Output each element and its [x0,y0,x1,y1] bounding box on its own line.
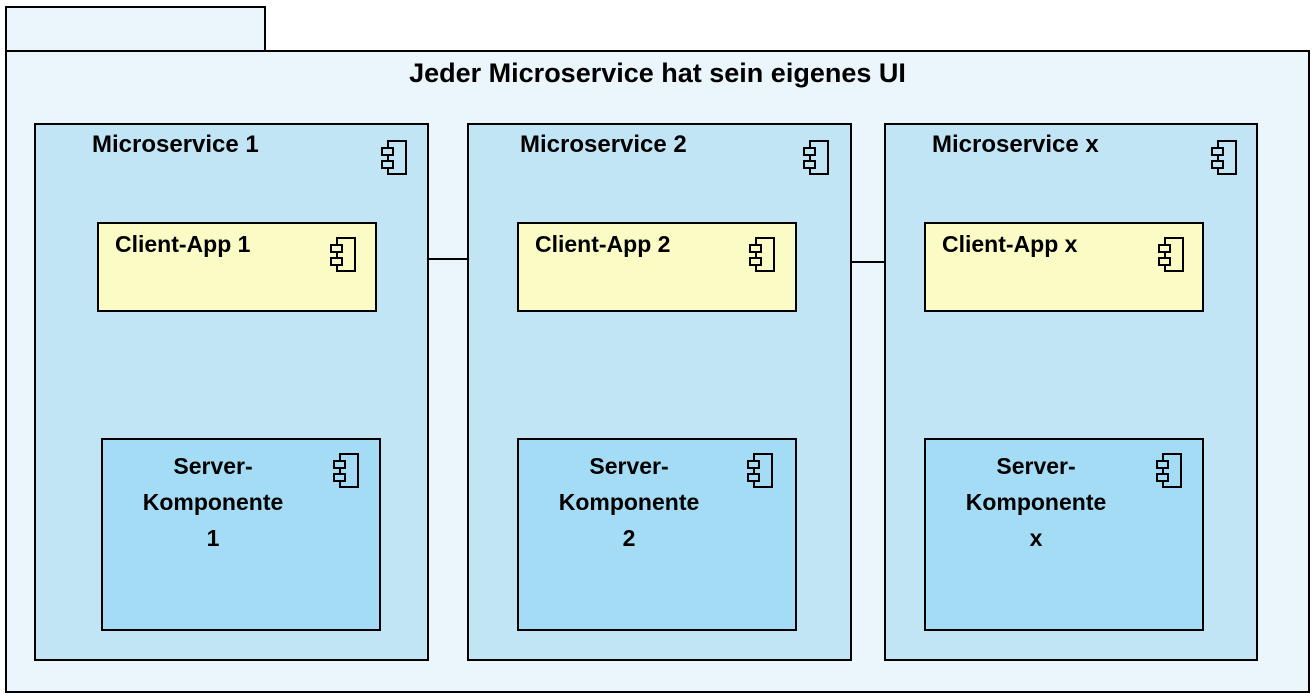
microservice-x-label: Microservice x [932,131,1099,158]
server-component-1: Server- Komponente 1 [101,438,381,631]
microservice-1-label: Microservice 1 [92,131,259,158]
client-app-2-label: Client-App 2 [535,231,671,257]
component-icon [1211,140,1237,175]
component-icon [747,453,773,488]
package-title: Jeder Microservice hat sein eigenes UI [409,58,906,88]
component-icon [803,140,829,175]
client-app-x-label: Client-App x [942,231,1078,257]
component-icon [749,237,775,272]
client-app-1: Client-App 1 [97,222,377,312]
server-component-2: Server- Komponente 2 [517,438,797,631]
client-app-x: Client-App x [924,222,1204,312]
server-component-x-label: Server- Komponente x [965,453,1107,551]
component-icon [1158,237,1184,272]
client-app-2: Client-App 2 [517,222,797,312]
client-app-1-label: Client-App 1 [115,231,251,257]
component-icon [381,140,407,175]
microservice-2-label: Microservice 2 [520,131,687,158]
component-icon [1156,453,1182,488]
component-icon [333,453,359,488]
server-component-1-label: Server- Komponente 1 [142,453,284,551]
server-component-x: Server- Komponente x [924,438,1204,631]
component-icon [330,237,356,272]
server-component-2-label: Server- Komponente 2 [558,453,700,551]
